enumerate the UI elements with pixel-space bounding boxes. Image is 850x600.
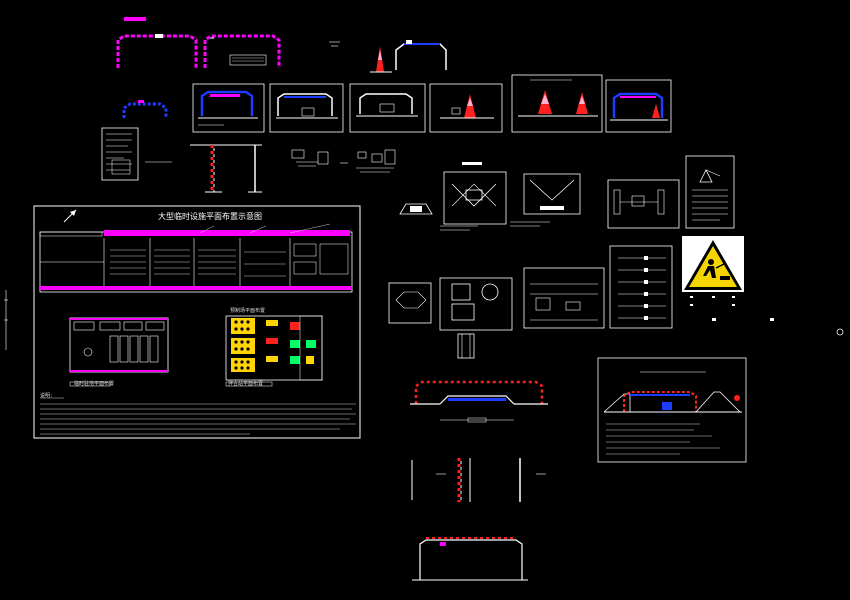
main-layout-sheet [33,205,361,439]
detail-clusters-center [291,149,396,173]
traffic-cone-gantry-top [370,40,447,73]
main-sheet-title: 大型临时设施平面布置示意图 [158,212,262,221]
bridge-gantry-elevation [410,380,548,423]
gantry-elevation-group-top [116,17,340,68]
gantry-detail-sheet [597,357,747,463]
bottom-post-elevations [411,458,546,502]
foundation-detail-sheets [388,267,605,359]
prefab-yard-caption: 预制场平面布置 [230,308,266,314]
yellow-block-array [231,318,255,372]
left-margin-marks [4,290,8,350]
camp-caption: 临时驻地平面布置 [74,381,115,387]
mixing-plant-caption: 拌合站平面布置 [228,381,264,387]
blue-gantry-elevation [122,100,168,118]
vehicle-icons [266,320,316,364]
notes-heading: 说明： [40,393,56,399]
sheet-row-sections [192,74,672,133]
spec-sheet-small [101,127,139,181]
formwork-section-details [399,162,581,231]
north-arrow-icon [63,209,77,223]
road-works-warning-sign [682,236,844,336]
sign-spec-list-sheet [609,245,673,329]
bottom-gantry-elevation [412,537,528,581]
notes-lines [40,397,356,435]
bracket-detail-sheets [607,155,735,229]
sign-post-elevations [145,144,262,193]
